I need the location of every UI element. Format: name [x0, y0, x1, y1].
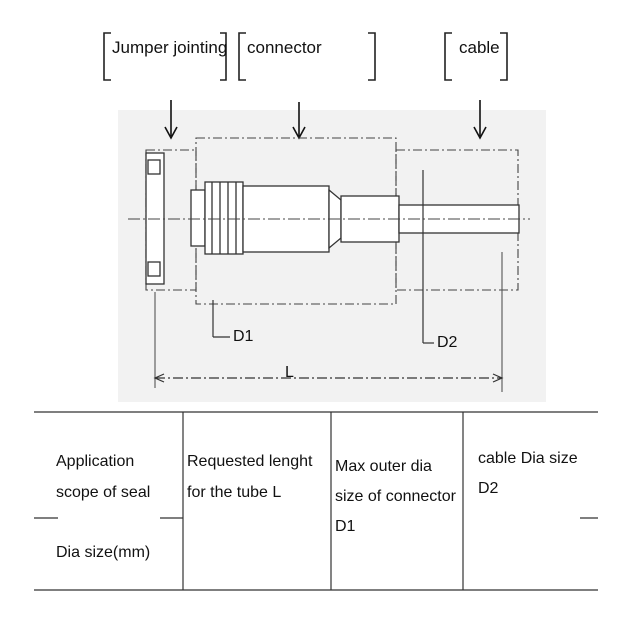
- table-col1-line2: scope of seal: [56, 484, 151, 501]
- cable-label: cable: [459, 38, 500, 57]
- jumper-label-bracket: [103, 32, 227, 81]
- connector-label: connector: [247, 38, 322, 57]
- length-dimension: [153, 373, 504, 383]
- table-col4-line1: cable Dia size: [478, 450, 578, 467]
- cable-label-bracket: [444, 32, 508, 81]
- arrow-jumper-icon: [164, 100, 178, 140]
- d1-label: D1: [233, 328, 254, 345]
- d2-label: D2: [437, 334, 458, 351]
- arrow-cable-icon: [473, 100, 487, 140]
- jumper-jointing-label: Jumper jointing: [112, 38, 228, 57]
- d1-leader: [212, 300, 230, 338]
- table-col2-line1: Requested lenght: [187, 453, 313, 470]
- length-label: L: [285, 364, 294, 381]
- connector-label-bracket: [238, 32, 376, 81]
- d2-leader: [422, 170, 434, 344]
- extension-lines: [154, 252, 503, 392]
- table-col1-line1: Application: [56, 453, 135, 470]
- table-col4-line2: D2: [478, 480, 499, 497]
- spec-table-grid: [34, 411, 598, 591]
- table-col3-line2: size of connector: [335, 488, 456, 505]
- table-col1-line3: Dia size(mm): [56, 544, 151, 561]
- table-col3-line1: Max outer dia: [335, 458, 432, 475]
- table-col2-line2: for the tube L: [187, 484, 282, 501]
- drawing-background: [118, 110, 546, 402]
- connector-nut: [190, 181, 244, 255]
- table-col3-line3: D1: [335, 518, 356, 535]
